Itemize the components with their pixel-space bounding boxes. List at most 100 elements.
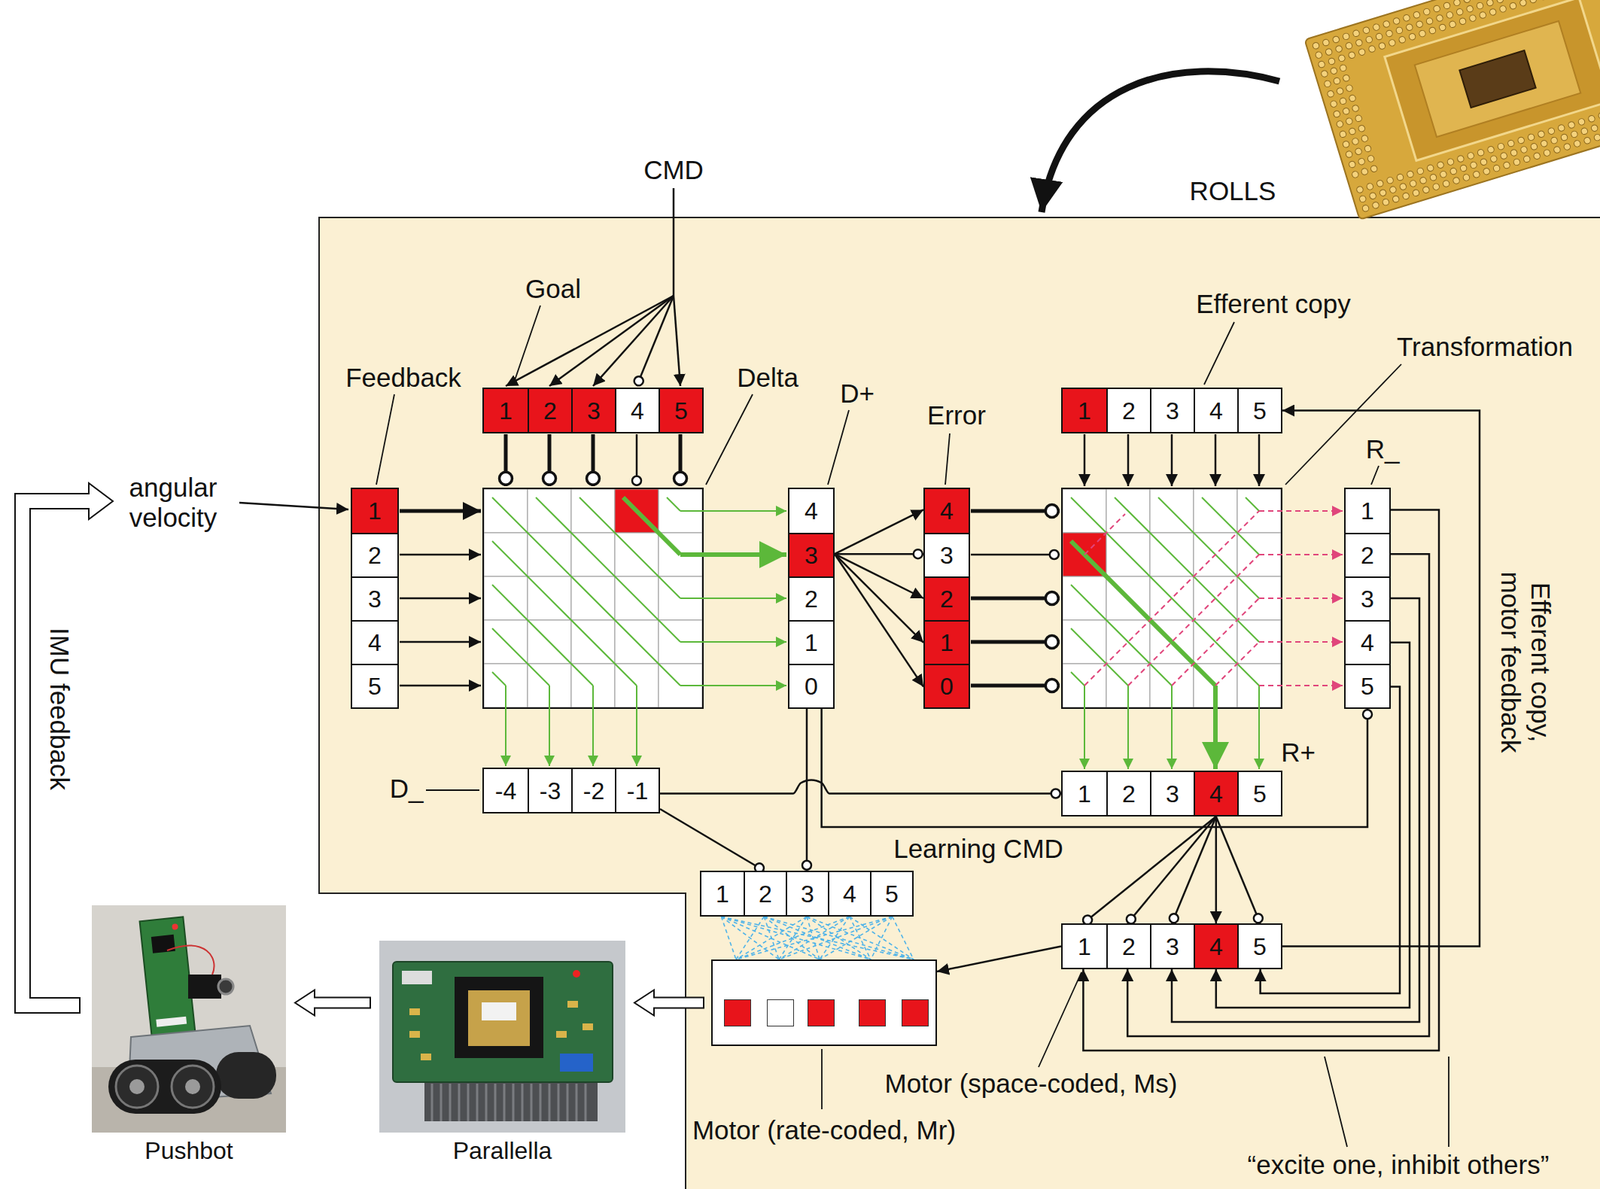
- neuron-cell: 1: [352, 489, 398, 533]
- neuron-cell: -4: [483, 769, 528, 813]
- error-line: [970, 553, 1060, 557]
- cell-number: 0: [939, 674, 954, 699]
- callout-label: Transformation: [1396, 331, 1573, 362]
- chip-pin: [1577, 118, 1585, 126]
- chip-pin: [1317, 60, 1326, 68]
- chip-pin: [1347, 160, 1356, 168]
- chip-pin: [1338, 130, 1347, 138]
- efferent-copy-array: 12345: [1061, 387, 1283, 434]
- chip-pin: [1326, 90, 1335, 98]
- neuron-square: [901, 999, 929, 1027]
- neuron-cell: 3: [789, 532, 834, 577]
- robot-board: [139, 916, 197, 1045]
- neuron-cell: 4: [614, 389, 659, 432]
- chip-pin: [1425, 17, 1433, 25]
- board-chip: [454, 976, 544, 1059]
- connector-line: [660, 780, 1062, 794]
- cell-number: 3: [804, 543, 819, 568]
- chip-pin: [1597, 111, 1600, 119]
- neuron-square: [858, 999, 886, 1027]
- chip-pin: [1341, 32, 1350, 40]
- chip-pin: [1508, 2, 1517, 10]
- chip-pin: [1332, 35, 1340, 43]
- neuron-cell: 1: [1345, 489, 1390, 533]
- chip-pin: [1378, 188, 1387, 197]
- delta-output-line: [548, 685, 551, 767]
- cell-number: 5: [1360, 674, 1375, 699]
- cell-number: -1: [626, 778, 648, 804]
- neuron-cell: 0: [924, 663, 969, 708]
- heatsink-fin: [512, 1083, 515, 1122]
- leader-line: [1204, 322, 1235, 385]
- chip-pin: [1402, 14, 1411, 22]
- board-part: [559, 1053, 594, 1072]
- delta-output-line: [504, 685, 507, 767]
- chip-pin: [1469, 14, 1477, 22]
- chip-pin: [1472, 0, 1481, 1]
- cell-number: 5: [1253, 934, 1267, 959]
- command-line: [549, 295, 674, 387]
- robot-track: [108, 1059, 222, 1114]
- photo-background: [379, 940, 626, 1133]
- chip-pin: [1357, 48, 1366, 56]
- chip-pin: [1363, 144, 1372, 153]
- chip-pin: [1570, 130, 1579, 138]
- chip-pin: [1463, 0, 1471, 4]
- inverse-diagonal: [1215, 641, 1260, 686]
- neuron-cell: 3: [1149, 924, 1194, 968]
- cell-number: 4: [1360, 630, 1375, 655]
- feedback-array: 12345: [350, 487, 399, 709]
- board-part: [556, 1031, 567, 1038]
- parallella-board: Parallella: [379, 940, 626, 1133]
- chip-pin: [1389, 185, 1397, 194]
- callout-label: Error: [927, 400, 986, 431]
- chip-pin: [1583, 136, 1591, 145]
- chip-pin: [1557, 124, 1565, 132]
- feedback-line: [399, 641, 481, 644]
- chip-pin: [1423, 7, 1431, 16]
- leader-line: [1285, 364, 1402, 485]
- leader-line: [425, 789, 480, 791]
- chip-pin: [1416, 167, 1424, 175]
- chip-pin: [1469, 161, 1478, 169]
- chip-pin: [1369, 164, 1378, 173]
- cell-number: -2: [583, 778, 605, 804]
- chip-pin: [1381, 197, 1390, 206]
- cell-number: 3: [1165, 781, 1180, 807]
- chip-pin: [1382, 20, 1391, 28]
- chip-pin: [1329, 100, 1338, 108]
- neuron-cell: 0: [789, 663, 834, 708]
- delta-output-line: [680, 684, 787, 687]
- chip-pin: [1347, 51, 1356, 59]
- pushbot-robot: Pushbot: [91, 905, 286, 1133]
- chip-pin: [1365, 182, 1374, 191]
- cell-number: 1: [1360, 498, 1375, 524]
- delta-output-line: [680, 510, 787, 512]
- neuron-cell: 4: [352, 620, 398, 664]
- neuron-cell: -2: [571, 769, 615, 813]
- chip-pin: [1496, 142, 1505, 150]
- chip-pin: [1560, 133, 1568, 141]
- board-part: [409, 1008, 420, 1016]
- photo-illustration: [379, 940, 626, 1133]
- cell-number: 0: [804, 674, 819, 699]
- transform-diagonal: [1201, 497, 1260, 555]
- chip-pin: [1459, 164, 1467, 172]
- chip-pin: [1428, 26, 1436, 34]
- neuron-cell: 5: [1237, 772, 1281, 816]
- delta-diagonal: [492, 584, 594, 686]
- chip-pin: [1332, 76, 1341, 85]
- neuron-cell: 3: [1149, 389, 1194, 432]
- cell-number: 1: [1077, 934, 1092, 959]
- neuron-square: [766, 999, 794, 1027]
- cell-number: 1: [498, 398, 513, 423]
- neuron-cell: 2: [789, 576, 834, 621]
- neuron-cell: -1: [614, 769, 659, 813]
- cell-number: 2: [1122, 781, 1136, 807]
- chip-pin: [1446, 158, 1454, 166]
- cell-number: 4: [804, 498, 819, 524]
- cell-number: 2: [368, 543, 382, 568]
- cell-number: 4: [842, 882, 857, 907]
- neuron-cell: 3: [571, 389, 615, 432]
- connector-line: [736, 916, 850, 960]
